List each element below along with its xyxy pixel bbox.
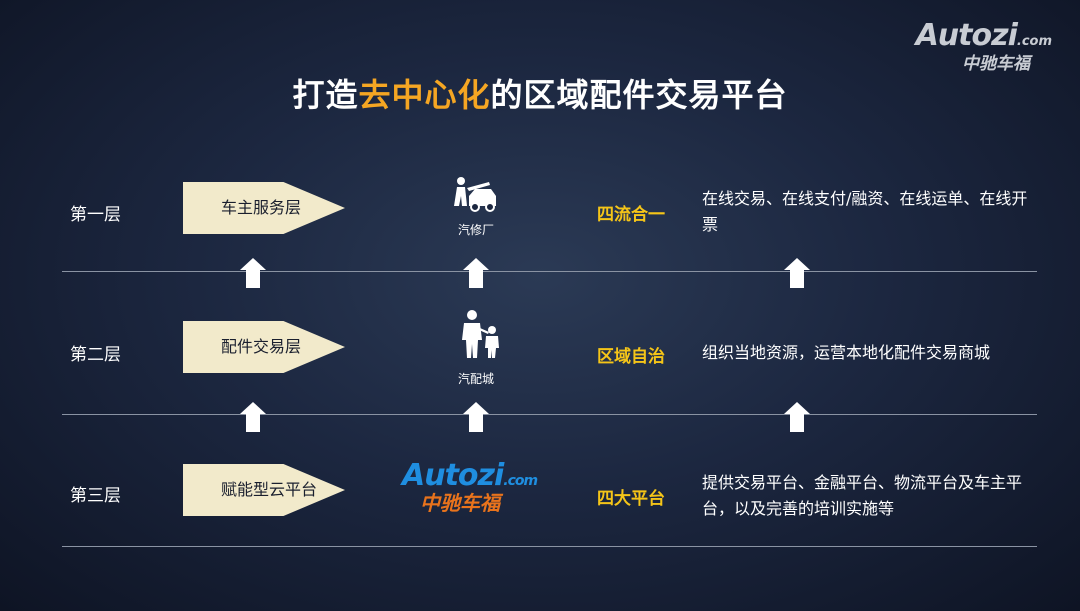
layer-2-mid-label: 区域自治 xyxy=(597,347,665,367)
layer-2-desc: 组织当地资源，运营本地化配件交易商城 xyxy=(702,343,991,362)
layer-1-icon-label: 汽修厂 xyxy=(457,223,494,237)
divider-line xyxy=(62,271,1037,272)
layer-3-mid-label: 四大平台 xyxy=(597,489,665,509)
layer-2-label: 第二层 xyxy=(70,345,121,365)
logo-cn: 中驰车福 xyxy=(420,491,500,515)
logo-domain: .com xyxy=(503,473,538,489)
logo-brand: Autozi xyxy=(402,458,504,493)
divider-line xyxy=(62,546,1037,547)
layer-2-icon-label: 汽配城 xyxy=(457,372,494,386)
layer-3-pennant: 赋能型云平台 xyxy=(183,464,345,516)
layer-1-mid-label: 四流合一 xyxy=(597,205,665,225)
layer-3-desc: 提供交易平台、金融平台、物流平台及车主平台，以及完善的培训实施等 xyxy=(702,473,1023,518)
layer-1-pennant: 车主服务层 xyxy=(183,182,345,234)
watermark-logo: Autozi.com 中驰车福 xyxy=(916,18,1052,74)
layer-1-pennant-text: 车主服务层 xyxy=(221,198,302,217)
layer-2-pennant: 配件交易层 xyxy=(183,321,345,373)
autozi-logo: Autozi.com 中驰车福 xyxy=(402,458,552,516)
title-before: 打造 xyxy=(292,76,359,114)
mechanic-car-icon xyxy=(454,177,496,212)
watermark-domain: .com xyxy=(1016,34,1052,49)
up-arrow-icon xyxy=(240,402,266,432)
layer-1-label: 第一层 xyxy=(70,205,121,225)
up-arrow-icon xyxy=(784,402,810,432)
up-arrow-icon xyxy=(784,258,810,288)
up-arrow-icon xyxy=(463,258,489,288)
layer-3-label: 第三层 xyxy=(70,486,121,506)
watermark-brand: Autozi xyxy=(915,18,1018,53)
layer-1-desc: 在线交易、在线支付/融资、在线运单、在线开票 xyxy=(702,189,1028,234)
up-arrow-icon xyxy=(240,258,266,288)
title-after: 的区域配件交易平台 xyxy=(490,76,788,114)
watermark-cn: 中驰车福 xyxy=(962,54,1030,74)
parent-child-icon xyxy=(462,310,499,358)
divider-line xyxy=(62,414,1037,415)
title-highlight: 去中心化 xyxy=(358,76,491,114)
layer-2-pennant-text: 配件交易层 xyxy=(221,337,302,356)
layer-3-pennant-text: 赋能型云平台 xyxy=(221,480,318,499)
page-title: 打造去中心化的区域配件交易平台 xyxy=(0,70,1080,116)
up-arrow-icon xyxy=(463,402,489,432)
